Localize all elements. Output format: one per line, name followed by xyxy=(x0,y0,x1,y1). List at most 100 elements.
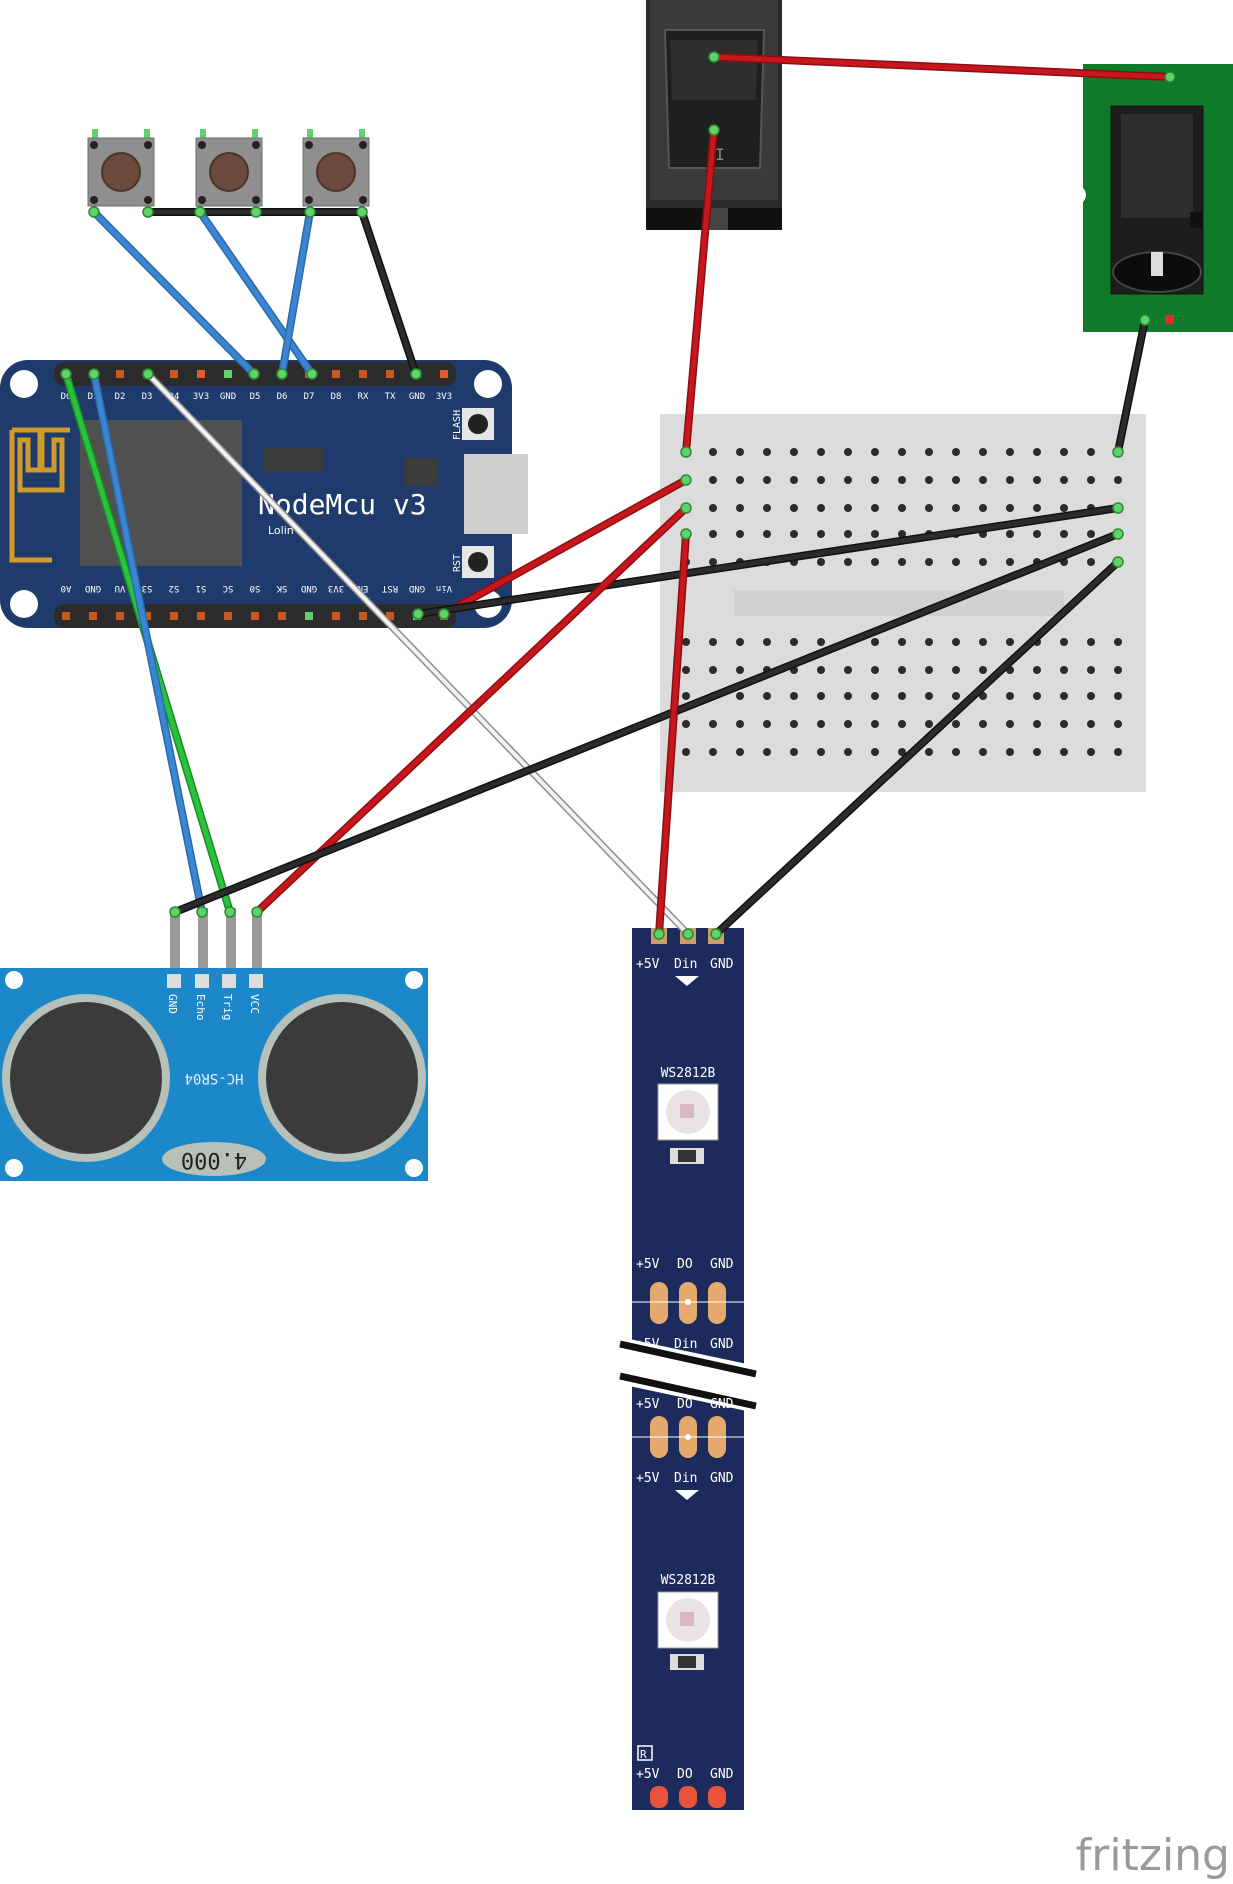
wire-endpoint xyxy=(142,206,154,218)
breadboard-hole xyxy=(1087,476,1095,484)
wire-endpoint xyxy=(276,368,288,380)
breadboard-hole xyxy=(763,692,771,700)
pin-label-3v3: 3V3 xyxy=(193,392,209,402)
breadboard-hole xyxy=(817,504,825,512)
pin-label-d6: D6 xyxy=(277,392,288,402)
breadboard-hole xyxy=(844,476,852,484)
strip-end-gnd: GND xyxy=(710,1767,734,1782)
breadboard-hole xyxy=(1033,692,1041,700)
wire-endpoint xyxy=(88,368,100,380)
header-pin-bottom xyxy=(251,612,259,620)
breadboard-hole xyxy=(898,692,906,700)
breadboard-hole xyxy=(898,530,906,538)
pin-label-s1: S1 xyxy=(196,583,207,593)
push-buttons xyxy=(87,129,370,207)
pin-label-en: EN xyxy=(358,583,369,593)
wire-button3-d6 xyxy=(278,208,314,378)
strip-out-5v-2: +5V xyxy=(636,1397,660,1412)
wire-endpoint xyxy=(194,206,206,218)
breadboard-hole xyxy=(709,448,717,456)
header-pin-bottom xyxy=(332,612,340,620)
breadboard-hole xyxy=(1006,448,1014,456)
pin-label-rst: RST xyxy=(381,583,398,593)
header-pin-top xyxy=(224,370,232,378)
strip-in-din-2: Din xyxy=(674,1337,697,1352)
strip-out-do-1: DO xyxy=(677,1257,693,1272)
breadboard-hole xyxy=(736,692,744,700)
breadboard-hole xyxy=(925,558,933,566)
breadboard-hole xyxy=(790,504,798,512)
led-chip-label-2: WS2812B xyxy=(661,1573,716,1588)
breadboard-hole xyxy=(709,720,717,728)
pin-label-d0: D0 xyxy=(61,392,72,402)
breadboard-hole xyxy=(817,558,825,566)
wire-strip-5v xyxy=(655,530,690,938)
breadboard-hole xyxy=(871,504,879,512)
header-pin-bottom xyxy=(89,612,97,620)
breadboard-hole xyxy=(682,638,690,646)
breadboard-hole xyxy=(1087,638,1095,646)
breadboard-hole xyxy=(952,692,960,700)
pin-label-sk: SK xyxy=(276,583,287,593)
strip-out-do-2: DO xyxy=(677,1397,693,1412)
wire-button1-d5 xyxy=(90,208,258,378)
breadboard-hole xyxy=(1060,448,1068,456)
pin-label-3v3: 3V3 xyxy=(436,392,452,402)
wire-endpoint xyxy=(142,368,154,380)
strip-in-gnd: GND xyxy=(710,957,734,972)
wire-endpoint xyxy=(1112,502,1124,514)
wires xyxy=(60,51,1176,940)
breadboard-hole xyxy=(1033,720,1041,728)
wire-endpoint xyxy=(304,206,316,218)
breadboard-hole xyxy=(1060,476,1068,484)
breadboard-hole xyxy=(844,666,852,674)
wire-endpoint xyxy=(710,928,722,940)
breadboard-hole xyxy=(925,476,933,484)
breadboard-hole xyxy=(1006,504,1014,512)
breadboard-hole xyxy=(763,530,771,538)
breadboard-hole xyxy=(1060,748,1068,756)
header-pin-bottom xyxy=(386,612,394,620)
breadboard-hole xyxy=(1087,558,1095,566)
wire-button2-d7 xyxy=(196,208,316,378)
wire-endpoint xyxy=(410,368,422,380)
pin-label-s3: S3 xyxy=(142,583,153,593)
strip-end-5v: +5V xyxy=(636,1767,660,1782)
breadboard-hole xyxy=(1006,692,1014,700)
wire-endpoint xyxy=(708,124,720,136)
header-pin-bottom xyxy=(359,612,367,620)
wire-endpoint xyxy=(412,608,424,620)
breadboard-hole xyxy=(1114,692,1122,700)
breadboard-hole xyxy=(763,638,771,646)
breadboard-hole xyxy=(898,504,906,512)
strip-in-5v: +5V xyxy=(636,957,660,972)
breadboard-hole xyxy=(736,504,744,512)
breadboard-hole xyxy=(979,476,987,484)
pin-label-d7: D7 xyxy=(304,392,315,402)
breadboard-hole xyxy=(682,720,690,728)
breadboard-hole xyxy=(871,558,879,566)
pin-label-d8: D8 xyxy=(331,392,342,402)
breadboard-hole xyxy=(871,530,879,538)
wire-endpoint xyxy=(680,446,692,458)
breadboard-hole xyxy=(1114,638,1122,646)
breadboard xyxy=(660,414,1146,792)
pin-label-gnd: GND xyxy=(85,583,101,593)
breadboard-hole xyxy=(898,720,906,728)
breadboard-hole xyxy=(709,638,717,646)
breadboard-hole xyxy=(709,530,717,538)
breadboard-hole xyxy=(871,638,879,646)
wire-endpoint xyxy=(1112,528,1124,540)
breadboard-hole xyxy=(817,638,825,646)
strip-in-5v-3: +5V xyxy=(636,1471,660,1486)
breadboard-hole xyxy=(736,748,744,756)
breadboard-hole xyxy=(1060,504,1068,512)
breadboard-hole xyxy=(1033,448,1041,456)
breadboard-hole xyxy=(709,748,717,756)
wire-jack-to-breadboard xyxy=(1114,316,1149,456)
breadboard-hole xyxy=(844,720,852,728)
strip-in-gnd-2: GND xyxy=(710,1337,734,1352)
breadboard-hole xyxy=(925,638,933,646)
wire-switch-to-jack xyxy=(710,53,1174,81)
pin-label-gnd: GND xyxy=(301,583,317,593)
